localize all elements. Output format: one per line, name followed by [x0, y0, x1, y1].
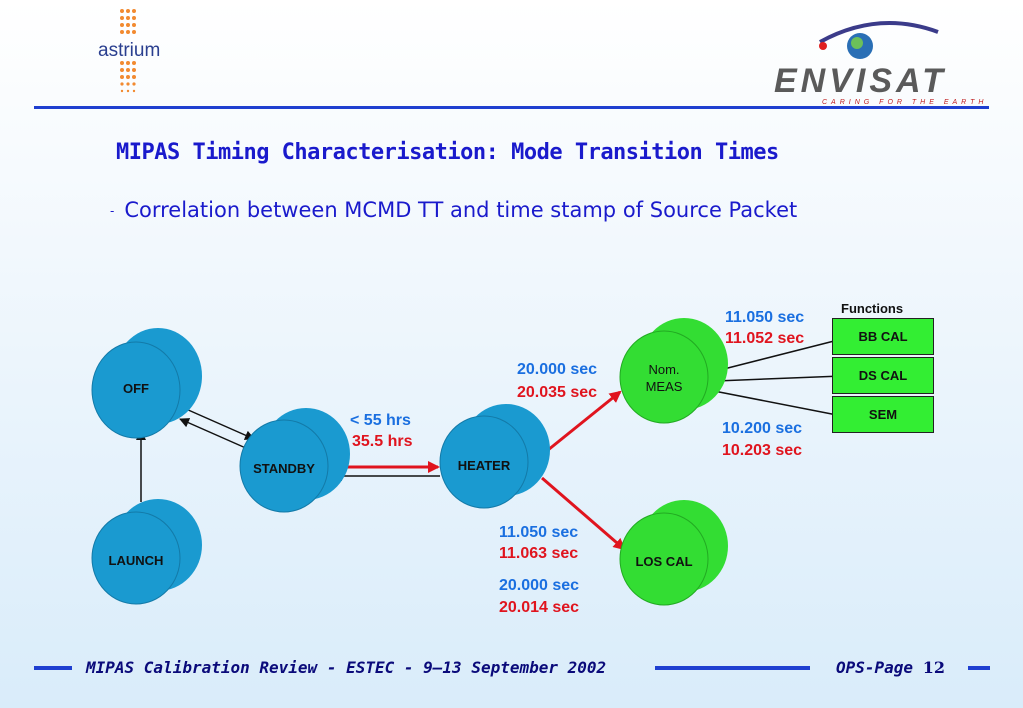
- footer-page: OPS-Page 12: [836, 658, 945, 677]
- node-heater-label: HEATER: [458, 458, 511, 473]
- off-to-standby-arrow: [185, 408, 255, 440]
- envisat-logo-text: ENVISAT: [774, 62, 947, 100]
- astrium-logo: astrium: [60, 5, 180, 105]
- nom-sem-red-label: 10.203 sec: [722, 442, 802, 459]
- heater-nom-red-label: 20.035 sec: [517, 384, 597, 401]
- subtitle-bullet: -: [110, 204, 115, 218]
- nom-to-bbcal-arrow: [715, 336, 843, 372]
- heater-los-red-label: 11.063 sec: [499, 545, 578, 562]
- page-title: MIPAS Timing Characterisation: Mode Tran…: [116, 140, 779, 165]
- node-nom-meas: Nom. MEAS: [619, 318, 728, 424]
- footer-rule-right: [968, 666, 990, 670]
- function-sem: SEM: [832, 396, 934, 433]
- footer-left-text: MIPAS Calibration Review - ESTEC - 9–13 …: [86, 658, 607, 677]
- standby-to-off-arrow: [179, 418, 249, 450]
- envisat-tagline: CARING FOR THE EARTH: [822, 99, 987, 106]
- node-los-cal-label: LOS CAL: [635, 554, 692, 569]
- nom-bbcal-blue-label: 11.050 sec: [725, 309, 804, 326]
- standby-heater-red-label: 35.5 hrs: [352, 433, 413, 450]
- footer-rule-middle: [655, 666, 810, 670]
- node-standby-label: STANDBY: [253, 461, 315, 476]
- nom-sem-blue-label: 10.200 sec: [722, 420, 802, 437]
- subtitle: -Correlation between MCMD TT and time st…: [110, 198, 797, 222]
- footer-rule-left: [34, 666, 72, 670]
- envisat-logo: ENVISAT CARING FOR THE EARTH: [768, 12, 988, 107]
- functions-heading: Functions: [841, 301, 903, 316]
- nom-bbcal-red-label: 11.052 sec: [725, 330, 804, 347]
- astrium-dots-icon: [120, 9, 136, 93]
- heater-los-blue-label: 11.050 sec: [499, 524, 578, 541]
- timing-arrows: [335, 390, 626, 551]
- nom-to-dscal-arrow: [715, 371, 843, 382]
- los-blue-label: 20.000 sec: [499, 577, 579, 594]
- node-los-cal: LOS CAL: [619, 500, 728, 606]
- node-off-label: OFF: [123, 381, 149, 396]
- node-launch-label: LAUNCH: [109, 553, 164, 568]
- function-bb-cal: BB CAL: [832, 318, 934, 355]
- heater-nom-blue-label: 20.000 sec: [517, 361, 597, 378]
- function-ds-cal: DS CAL: [832, 357, 934, 394]
- node-launch: LAUNCH: [91, 499, 202, 605]
- connector-arrows: [136, 336, 843, 502]
- los-red-label: 20.014 sec: [499, 599, 579, 616]
- node-off: OFF: [91, 328, 202, 439]
- node-standby: STANDBY: [239, 408, 350, 513]
- subtitle-text: Correlation between MCMD TT and time sta…: [124, 198, 798, 222]
- envisat-globe-icon: ENVISAT CARING FOR THE EARTH: [774, 21, 987, 106]
- nom-to-sem-arrow: [713, 390, 843, 420]
- node-heater: HEATER: [439, 404, 550, 509]
- node-nom-meas-label-line2: MEAS: [646, 379, 683, 394]
- heater-to-nom-arrow: [547, 390, 622, 452]
- standby-heater-blue-label: < 55 hrs: [350, 412, 411, 429]
- footer-page-number: 12: [922, 658, 945, 677]
- node-nom-meas-label-line1: Nom.: [648, 362, 679, 377]
- astrium-logo-text: astrium: [98, 40, 161, 61]
- heater-to-los-arrow: [541, 476, 626, 551]
- header-rule: [34, 106, 989, 109]
- footer-page-prefix: OPS-Page: [836, 658, 914, 677]
